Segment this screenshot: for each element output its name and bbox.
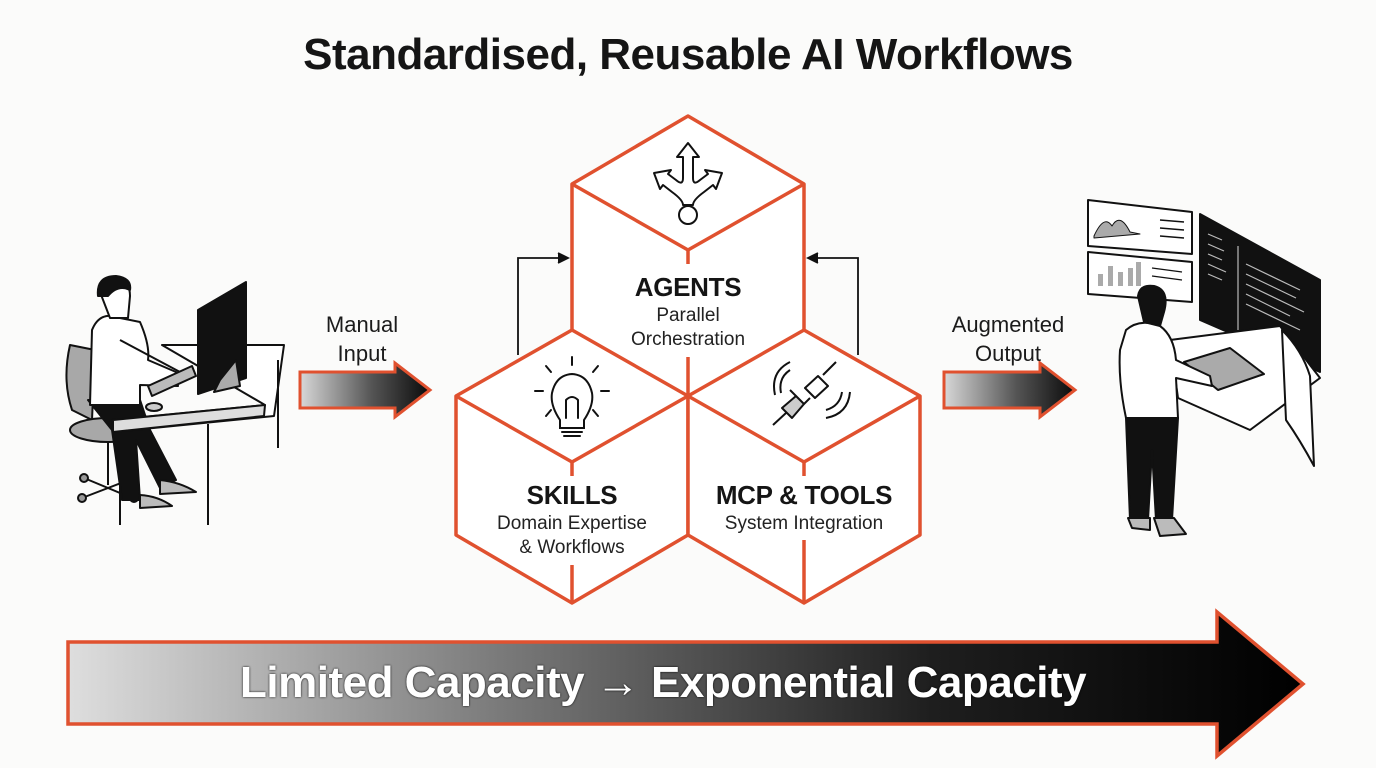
person-with-screens-illustration (1087, 199, 1321, 537)
augmented-output-label: Augmented Output (928, 310, 1088, 368)
agents-sub-line2: Orchestration (630, 329, 746, 350)
feedback-arrows (517, 252, 859, 355)
person-at-desk-illustration (65, 275, 285, 525)
cube-cluster (454, 114, 922, 605)
mcp-tools-subtitle: System Integration (694, 512, 914, 536)
manual-input-arrow (298, 359, 433, 421)
capacity-banner-arrow (66, 608, 1306, 760)
agents-subtitle: Parallel Orchestration (588, 304, 788, 352)
augmented-label-line2: Output (974, 341, 1042, 366)
mcp-tools-title: MCP & TOOLS (715, 480, 893, 510)
agents-sub-line1: Parallel (656, 305, 720, 326)
skills-title: SKILLS (526, 480, 618, 510)
page-title: Standardised, Reusable AI Workflows (303, 30, 1073, 79)
manual-label-line1: Manual (325, 312, 399, 337)
branching-arrows-icon (653, 142, 723, 225)
lightbulb-icon (534, 356, 610, 437)
augmented-label-line1: Augmented (951, 312, 1065, 337)
agents-title: AGENTS (634, 272, 742, 302)
augmented-output-arrow (942, 359, 1078, 421)
skills-sub-line2: & Workflows (519, 537, 625, 558)
mcp-sub-line1: System Integration (724, 513, 884, 534)
manual-label-line2: Input (337, 341, 387, 366)
plug-connection-icon (772, 361, 851, 426)
skills-sub-line1: Domain Expertise (497, 513, 647, 534)
manual-input-label: Manual Input (302, 310, 422, 368)
skills-subtitle: Domain Expertise & Workflows (462, 512, 682, 560)
capacity-banner-text: Limited Capacity → Exponential Capacity (240, 658, 1087, 707)
